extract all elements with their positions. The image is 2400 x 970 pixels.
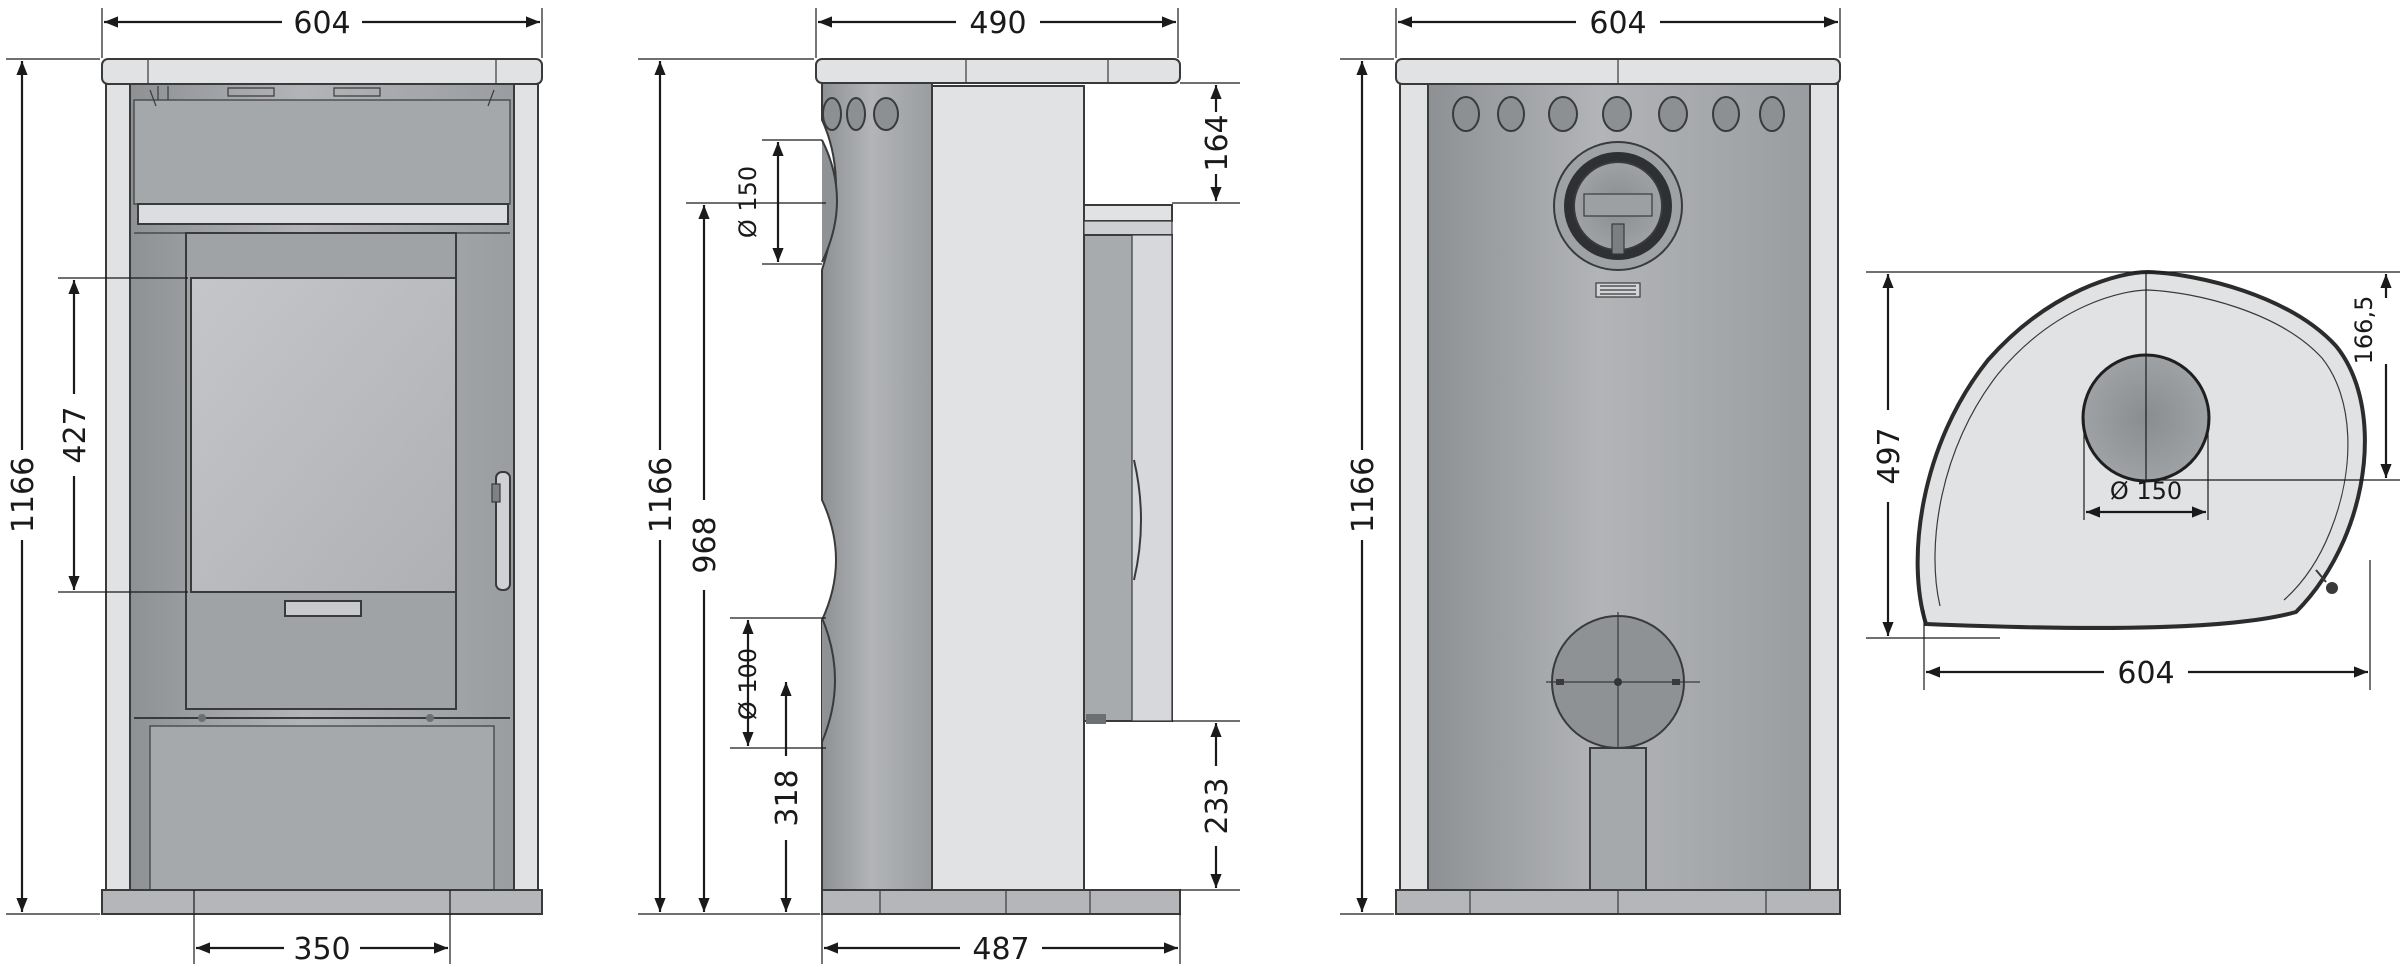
dim-side-air-inlet-diameter: Ø 100 xyxy=(734,648,762,720)
back-inlet-duct xyxy=(1589,747,1647,891)
front-view xyxy=(101,58,543,915)
dim-back-height: 1166 xyxy=(1346,457,1381,533)
dim-front-window-height: 427 xyxy=(58,406,93,463)
dim-top-flue-offset: 166,5 xyxy=(2350,296,2378,365)
dim-side-rear-inlet-height: 233 xyxy=(1200,777,1235,834)
side-view xyxy=(815,58,1181,915)
back-view xyxy=(1395,58,1841,915)
back-air-holes xyxy=(1452,96,1785,132)
side-dimensions: 490 1166 968 Ø 150 Ø 100 318 164 233 xyxy=(638,6,1240,967)
dim-top-flue-diameter: Ø 150 xyxy=(2110,477,2182,505)
front-air-slider xyxy=(284,600,362,617)
front-left-column xyxy=(105,83,131,891)
front-shelf xyxy=(137,203,509,225)
dim-side-top-depth: 490 xyxy=(969,6,1026,41)
front-dimensions: 604 1166 427 350 xyxy=(6,6,543,967)
front-ash-drawer xyxy=(149,725,495,891)
back-dimensions: 604 1166 xyxy=(1340,6,1841,915)
dim-side-outlet-height: 968 xyxy=(688,516,723,573)
front-plinth xyxy=(101,889,543,915)
dim-front-height: 1166 xyxy=(6,457,41,533)
top-dimensions: 497 166,5 Ø 150 604 xyxy=(1866,271,2400,691)
side-steel-body xyxy=(821,82,933,891)
front-top-plate xyxy=(101,58,543,85)
top-view xyxy=(1915,269,2367,630)
side-plinth xyxy=(821,889,1181,915)
dim-side-bottom-depth: 487 xyxy=(972,932,1029,967)
front-right-column xyxy=(513,83,539,891)
side-top-plate xyxy=(815,58,1181,84)
dim-front-width: 604 xyxy=(293,6,350,41)
dim-side-height: 1166 xyxy=(644,457,679,533)
dim-back-width: 604 xyxy=(1589,6,1646,41)
back-left-column xyxy=(1399,83,1429,891)
dim-side-top-flue-offset: 164 xyxy=(1200,114,1235,171)
front-window-glass xyxy=(190,277,457,593)
back-right-column xyxy=(1809,83,1839,891)
dim-side-air-inlet-height: 318 xyxy=(770,769,805,826)
dim-side-flue-diameter: Ø 150 xyxy=(734,166,762,238)
side-door-profile xyxy=(1083,204,1173,222)
dim-top-width: 604 xyxy=(2117,656,2174,691)
side-stone-panel xyxy=(931,85,1085,891)
dim-front-base-width: 350 xyxy=(293,932,350,967)
dim-top-depth: 497 xyxy=(1872,427,1907,484)
